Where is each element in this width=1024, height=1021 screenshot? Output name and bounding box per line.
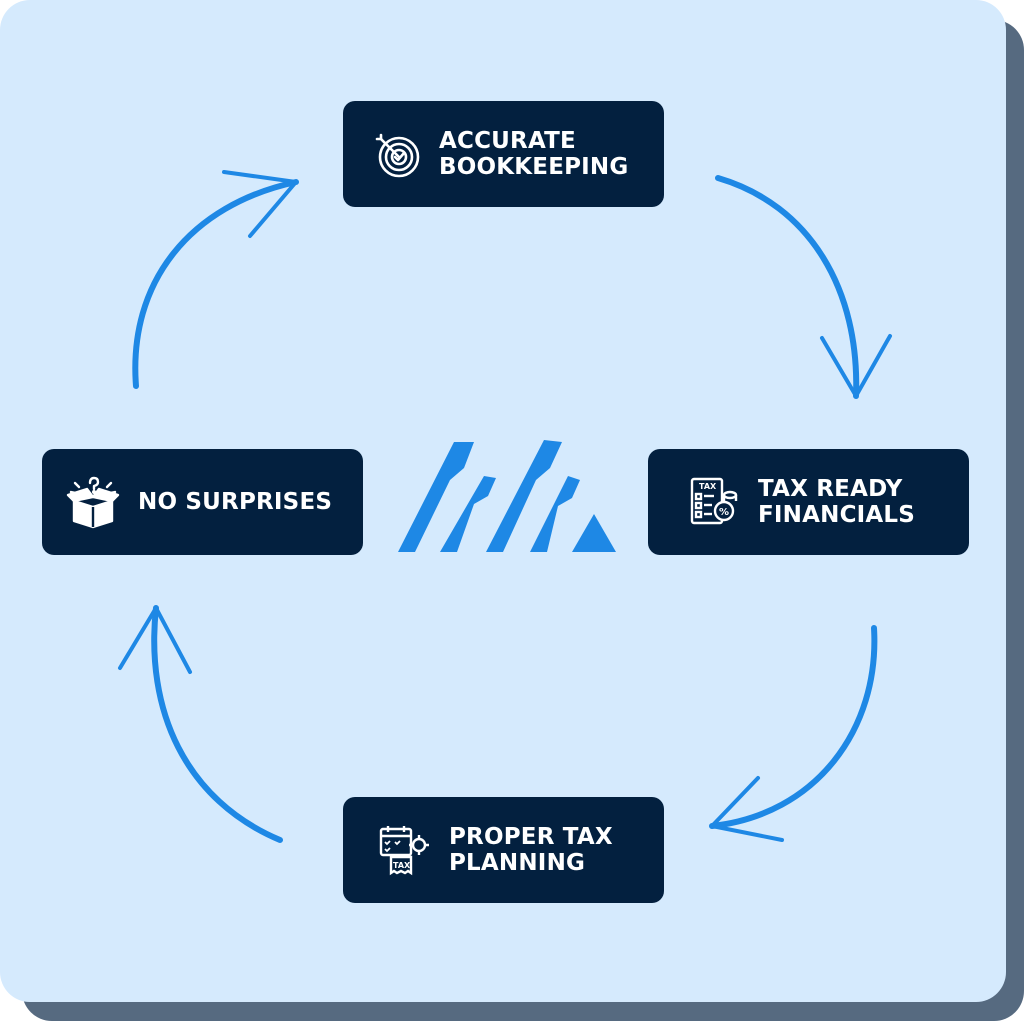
edge-no-surprises-to-accurate-bookkeeping (132, 179, 299, 389)
svg-text:%: % (719, 507, 729, 518)
node-accurate-bookkeeping: ACCURATE BOOKKEEPING (343, 101, 664, 207)
svg-text:TAX: TAX (699, 482, 717, 491)
node-tax-ready-financials: TAX % TAX READY FINANCIALS (648, 449, 969, 555)
arrowhead-bottom (710, 776, 784, 842)
node-label: ACCURATE BOOKKEEPING (439, 128, 629, 180)
node-label: NO SURPRISES (138, 489, 333, 515)
node-label: TAX READY FINANCIALS (758, 476, 916, 528)
tax-calendar-icon: TAX (377, 823, 431, 877)
arrowhead-top (222, 170, 298, 238)
arrowhead-right (820, 334, 892, 398)
node-label: PROPER TAX PLANNING (449, 824, 613, 876)
surprise-box-icon (66, 475, 120, 529)
target-icon (371, 127, 425, 181)
node-no-surprises: NO SURPRISES (42, 449, 363, 555)
tax-document-icon: TAX % (686, 475, 740, 529)
arrowhead-left (118, 606, 192, 674)
svg-text:TAX: TAX (393, 861, 411, 870)
edge-accurate-bookkeeping-to-tax-ready-financials (715, 175, 860, 399)
edge-proper-tax-planning-to-no-surprises (151, 605, 283, 843)
mountain-logo-icon (398, 440, 616, 552)
edge-tax-ready-financials-to-proper-tax-planning (709, 625, 878, 829)
node-proper-tax-planning: TAX PROPER TAX PLANNING (343, 797, 664, 903)
